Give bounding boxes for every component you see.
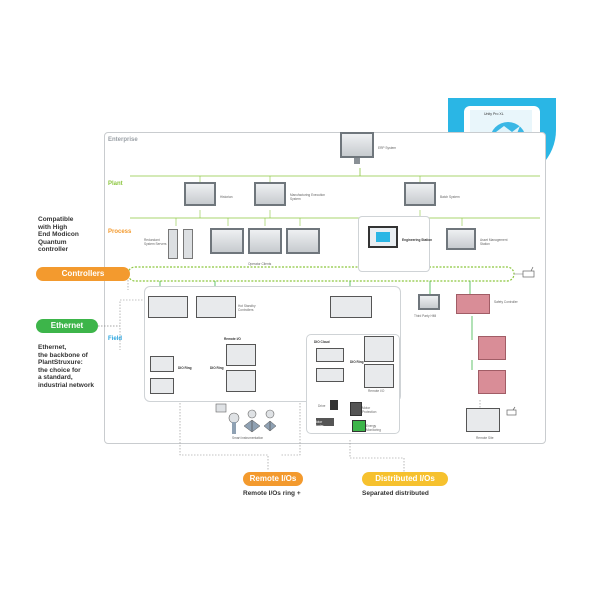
asset-label: Asset Management Station [480,238,508,246]
level-process: Process [108,229,132,235]
mes-label: Manufacturing Execution System [290,193,326,201]
erp-monitor [340,132,374,158]
smart-instrumentation-label: Smart instrumentation [232,436,264,440]
dio-drop-a [150,356,174,372]
erp-stand [354,158,360,164]
dio-cloud-drop-b [316,368,344,382]
third-party-hmi-monitor [418,294,440,310]
wireless-icon [522,266,535,278]
motor-starter-label: Motor Starter [314,420,324,428]
redundant-label: Redundant System Servers [144,238,167,246]
level-field: Field [108,336,123,342]
batch-monitor [404,182,436,206]
safety-io-rack-b [478,370,506,394]
safety-rack [456,294,490,314]
hsby-label: Hot Standby Controllers [238,304,256,312]
remote-io-label: Remote I/O [224,337,241,341]
server-tower-a [168,229,178,259]
dio-ring-label-b: DIO Ring [210,366,224,370]
mes-monitor [254,182,286,206]
energy-label: Energy Monitoring [366,424,381,432]
level-enterprise: Enterprise [108,137,138,143]
hsby-rack-b [196,296,236,318]
operator-label: Operator Clients [248,262,272,266]
remote-site-label: Remote Site [476,436,494,440]
engineering-label: Engineering Station [402,238,433,242]
historian-monitor [184,182,216,206]
distributed-ios-pill: Distributed I/Os [362,472,448,486]
dio-drop-b [150,378,174,394]
compatible-note: Compatible with High End Modicon Quantum… [38,216,79,253]
safety-io-rack-a [478,336,506,360]
third-party-hmi-label: Third Party HMI [414,314,437,318]
asset-monitor [446,228,476,250]
dio-ring-label-c: DIO Ring [350,360,364,364]
dio-controller-rack [330,296,372,318]
remote-io-label-b: Remote I/O [368,389,385,393]
historian-label: Historian [220,195,233,199]
remote-io-rack-a [226,344,256,366]
server-tower-b [183,229,193,259]
batch-label: Batch System [440,195,460,199]
remote-caption: Remote I/Os ring + [243,490,301,497]
level-plant: Plant [108,181,123,187]
remote-io-rack-c [364,336,394,362]
drive-device [330,400,338,410]
engineering-screen [376,232,390,242]
remote-io-rack-b [226,370,256,392]
distributed-caption: Separated distributed [362,490,429,497]
hsby-rack-a [148,296,188,318]
motor-starter-device [316,418,334,426]
drive-label: Drive [318,404,326,408]
remote-site-rack [466,408,500,432]
cd-title: Unity Pro XL [484,112,504,116]
controller-bus [127,266,515,282]
operator-monitor-a [210,228,244,254]
dio-cloud-drop-a [316,348,344,362]
dio-cloud-label: DIO Cloud [314,340,330,344]
energy-device [352,420,366,432]
dio-ring-label-a: DIO Ring [178,366,192,370]
operator-monitor-c [286,228,320,254]
ethernet-pill: Ethernet [36,319,98,333]
operator-monitor-b [248,228,282,254]
remote-ios-pill: Remote I/Os [243,472,303,486]
motor-protection-device [350,402,362,416]
erp-label: ERP System [378,146,397,150]
instrumentation-icons [215,403,277,434]
engineering-monitor [368,226,398,248]
ethernet-note: Ethernet, the backbone of PlantStruxure:… [38,344,94,389]
safety-label: Safety Controller [494,300,518,304]
wireless-icon-b [506,406,517,416]
controllers-pill: Controllers [36,267,130,281]
remote-io-rack-d [364,364,394,388]
motor-protection-label: Motor Protection [362,406,377,414]
